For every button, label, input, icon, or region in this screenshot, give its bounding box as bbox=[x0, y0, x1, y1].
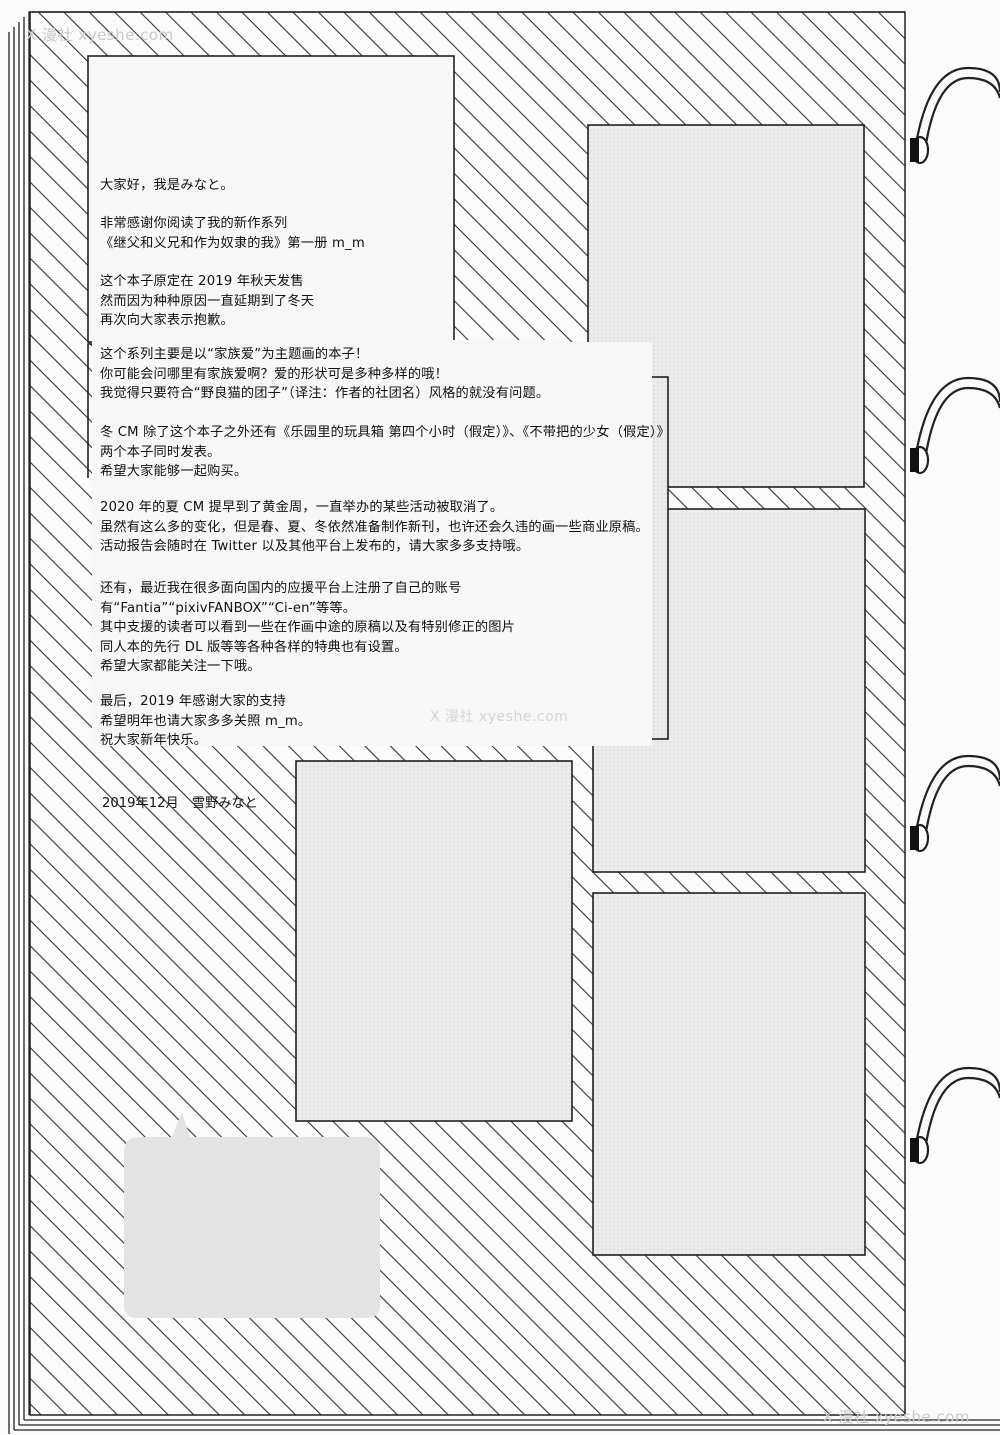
text-line: 希望大家能够一起购买。 bbox=[100, 464, 248, 480]
afterword-thanks: 非常感谢你阅读了我的新作系列 《继父和义兄和作为奴隶的我》第一册 m_m bbox=[100, 214, 800, 253]
afterword-summer-cm: 2020 年的夏 CM 提早到了黄金周，一直举办的某些活动被取消了。 虽然有这么… bbox=[100, 498, 800, 557]
speech-box bbox=[124, 1112, 380, 1318]
afterword-closing: 最后，2019 年感谢大家的支持 希望明年也请大家多多关照 m_m。 祝大家新年… bbox=[100, 692, 800, 751]
afterword-series: 这个系列主要是以“家族爱”为主题画的本子！ 你可能会问哪里有家族爱啊？爱的形状可… bbox=[100, 345, 800, 404]
afterword-greeting: 大家好，我是みなと。 bbox=[100, 176, 800, 196]
text-line: 非常感谢你阅读了我的新作系列 bbox=[100, 216, 288, 231]
text-line: 你可能会问哪里有家族爱啊？爱的形状可是多种多样的哦！ bbox=[100, 366, 449, 382]
text-line: 然而因为种种原因一直延期到了冬天 bbox=[100, 293, 315, 309]
text-backing bbox=[92, 342, 652, 746]
author-signature: 2019年12月 雪野みなと bbox=[102, 796, 258, 811]
text-line: 2020 年的夏 CM 提早到了黄金周，一直举办的某些活动被取消了。 bbox=[100, 500, 504, 515]
text-line: 再次向大家表示抱歉。 bbox=[100, 313, 234, 329]
text-line: 希望明年也请大家多多关照 m_m。 bbox=[100, 713, 312, 729]
greeting-line: 大家好，我是みなと。 bbox=[100, 178, 234, 193]
text-line: 我觉得只要符合“野良猫的团子”（译注：作者的社团名）风格的就没有问题。 bbox=[100, 386, 550, 402]
afterword-winter-cm: 冬 CM 除了这个本子之外还有《乐园里的玩具箱 第四个小时（假定）》、《不带把的… bbox=[100, 423, 800, 482]
text-line: 祝大家新年快乐。 bbox=[100, 733, 208, 749]
text-panel bbox=[87, 55, 455, 343]
watermark-top: X 漫社 xyeshe.com bbox=[26, 26, 174, 44]
text-line: 最后，2019 年感谢大家的支持 bbox=[100, 694, 287, 709]
text-line: 《继父和义兄和作为奴隶的我》第一册 m_m bbox=[100, 235, 365, 251]
text-line: 同人本的先行 DL 版等等各种各样的特典也有设置。 bbox=[100, 639, 408, 655]
text-line: 虽然有这么多的变化，但是春、夏、冬依然准备制作新刊，也许还会久违的画一些商业原稿… bbox=[100, 519, 649, 535]
text-panel-bracket bbox=[87, 343, 92, 478]
watermark-bottom: X 漫社 xyeshe.com bbox=[822, 1408, 970, 1426]
text-line: 两个本子同时发表。 bbox=[100, 444, 221, 460]
text-line: 希望大家都能关注一下哦。 bbox=[100, 659, 261, 675]
text-line: 有“Fantia”“pixivFANBOX”“Ci-en”等等。 bbox=[100, 600, 357, 616]
binder-rings bbox=[910, 66, 1000, 1165]
text-line: 活动报告会随时在 Twitter 以及其他平台上发布的，请大家多多支持哦。 bbox=[100, 539, 530, 555]
text-line: 其中支援的读者可以看到一些在作画中途的原稿以及有特别修正的图片 bbox=[100, 620, 516, 636]
text-line: 冬 CM 除了这个本子之外还有《乐园里的玩具箱 第四个小时（假定）》、《不带把的… bbox=[100, 425, 671, 440]
watermark-middle: X 漫社 xyeshe.com bbox=[430, 709, 569, 725]
afterword-fan-platforms: 还有，最近我在很多面向国内的应援平台上注册了自己的账号 有“Fantia”“pi… bbox=[100, 579, 800, 677]
text-line: 这个系列主要是以“家族爱”为主题画的本子！ bbox=[100, 347, 369, 362]
afterword-delay: 这个本子原定在 2019 年秋天发售 然而因为种种原因一直延期到了冬天 再次向大… bbox=[100, 272, 800, 331]
text-line: 这个本子原定在 2019 年秋天发售 bbox=[100, 274, 304, 289]
text-line: 还有，最近我在很多面向国内的应援平台上注册了自己的账号 bbox=[100, 581, 462, 596]
